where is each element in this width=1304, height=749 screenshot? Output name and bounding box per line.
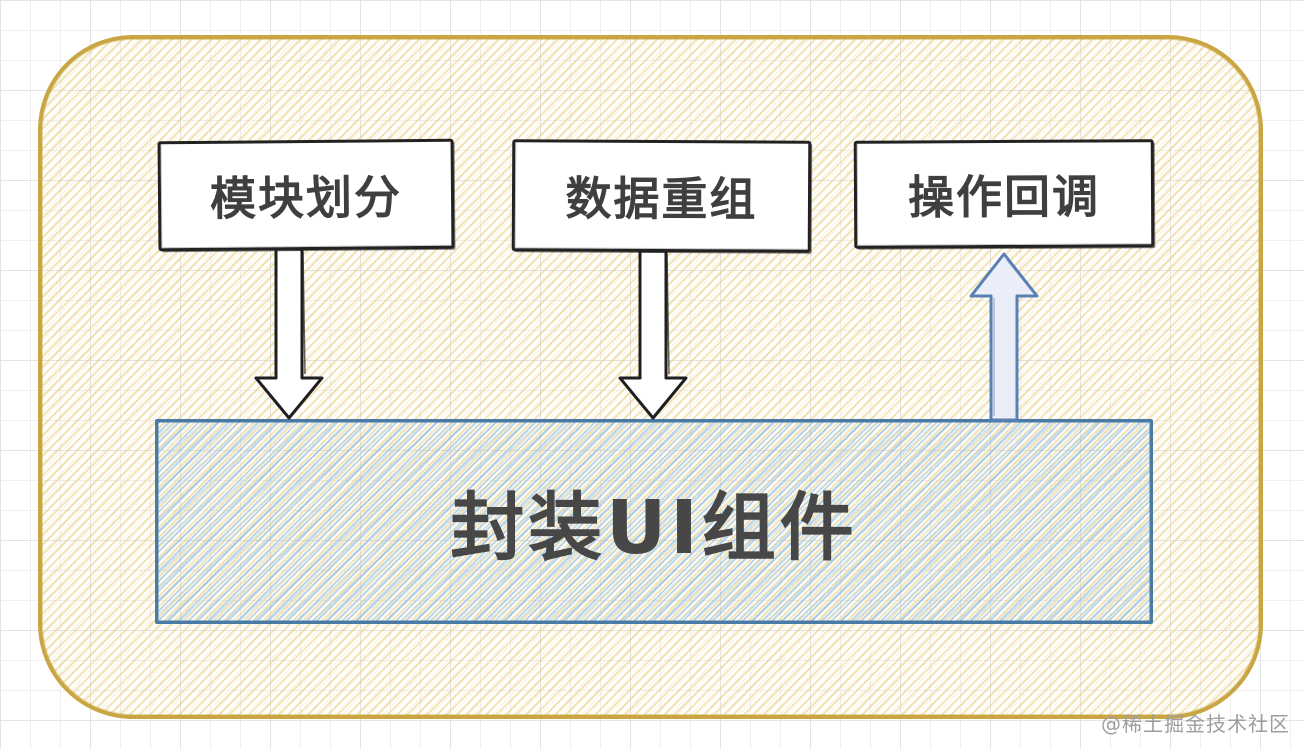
watermark: @稀土掘金技术社区 [1101,712,1290,736]
node-label: 模块划分 [209,170,403,226]
up-arrow-icon [969,252,1039,422]
node-label: 数据重组 [565,171,758,227]
node-data-reorg: 数据重组 [511,139,812,253]
down-arrow-icon [618,250,688,420]
down-arrow-icon [254,248,324,420]
node-label: 操作回调 [907,169,1101,225]
node-operation-callback: 操作回调 [853,139,1155,249]
node-module-division: 模块划分 [157,138,455,252]
node-label: 封装UI组件 [450,485,858,571]
node-ui-component: 封装UI组件 [155,419,1153,624]
